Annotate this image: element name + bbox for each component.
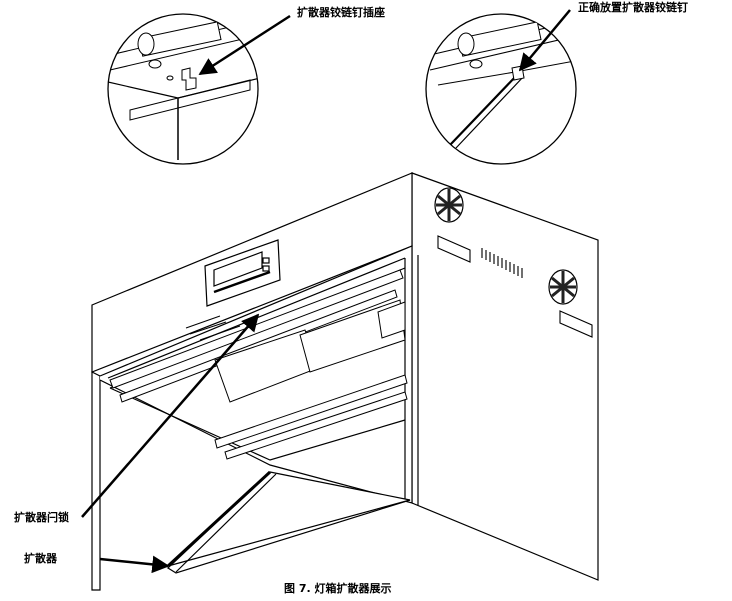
detail-circle-hinge-socket	[107, 13, 259, 165]
arrow-hinge-socket	[198, 14, 291, 76]
control-panel	[204, 239, 281, 307]
arrow-diffuser	[99, 555, 170, 574]
side-handles	[437, 235, 593, 338]
pointer-arrows	[81, 9, 571, 574]
fan-grille-top	[434, 187, 464, 223]
diffuser-panel	[166, 470, 411, 574]
label-hinge-socket: 扩散器铰链钉插座	[297, 6, 385, 19]
fan-grille-bottom	[548, 269, 578, 305]
figure-caption: 图 7. 灯箱扩散器展示	[284, 582, 392, 595]
detail-circle-correct-placement	[425, 13, 577, 165]
arrow-correct-placement	[518, 9, 571, 72]
label-correct-placement: 正确放置扩散器铰链钉	[578, 1, 688, 14]
label-diffuser: 扩散器	[24, 552, 57, 565]
label-diffuser-latch: 扩散器闩锁	[14, 511, 69, 524]
side-vent	[481, 248, 523, 278]
arrow-latch	[81, 313, 260, 518]
